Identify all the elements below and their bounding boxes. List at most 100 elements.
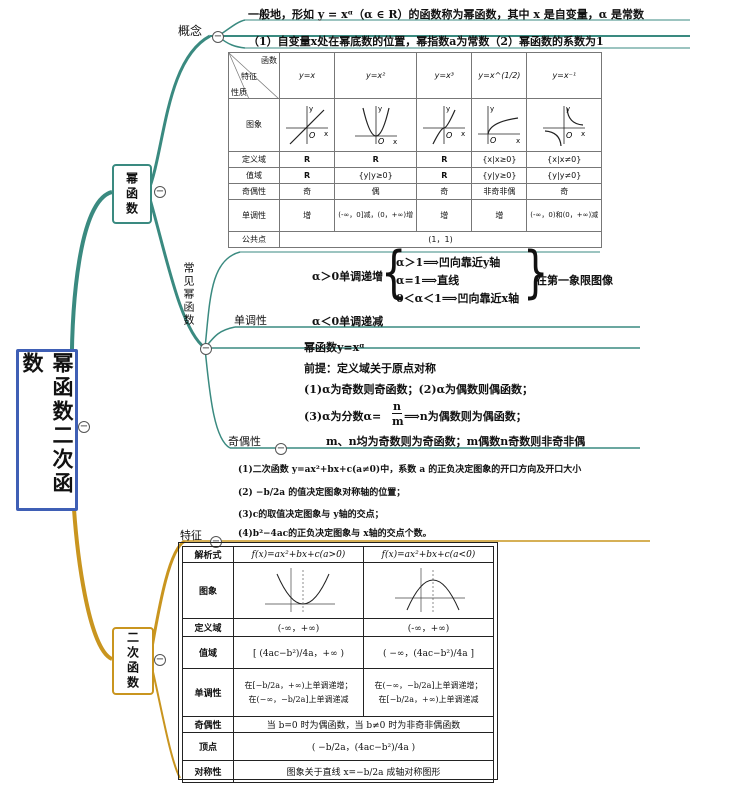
collapse-toggle-root[interactable]: −	[78, 421, 90, 433]
svg-text:O: O	[309, 131, 315, 140]
table-cell: 奇	[278, 182, 336, 200]
svg-text:x: x	[393, 138, 397, 146]
mono-text: 在(−∞，−b/2a]上单调递增；	[374, 680, 483, 690]
row-label: 单调性	[228, 198, 280, 232]
table-cell: 非奇非偶	[471, 182, 528, 200]
table-cell: {y|y≥0}	[334, 166, 418, 184]
function-header: y=x⁻¹	[526, 51, 602, 100]
table-cell: {y|y≠0}	[526, 166, 602, 184]
root-title: 幂函数二次函数	[20, 352, 75, 496]
graph-parabola-down	[394, 568, 465, 612]
feature-item: (1)二次函数 y=ax²+bx+c(a≠0)中，系数 a 的正负决定图象的开口…	[238, 465, 582, 475]
quadratic-function-label: 二次函数	[125, 631, 140, 691]
collapse-toggle-parity[interactable]: −	[275, 443, 287, 455]
svg-text:O: O	[378, 137, 384, 146]
row-label: 单调性	[182, 668, 234, 717]
table-cell: (-∞，+∞)	[363, 618, 494, 637]
function-header: y=x²	[334, 51, 418, 100]
collapse-toggle-concept[interactable]: −	[212, 31, 224, 43]
power-function-node[interactable]: 幂函数	[112, 164, 152, 224]
table-cell: 当 b=0 时为偶函数，当 b≠0 时为非奇非偶函数	[233, 716, 494, 733]
svg-text:y: y	[566, 105, 570, 113]
graph-parabola-up	[264, 568, 335, 612]
graph-cell	[363, 562, 494, 619]
graph-cell	[233, 562, 364, 619]
header-cell: 解析式	[182, 546, 234, 563]
parity-last-line: m、n均为奇数则为奇函数；m偶数n奇数则非奇非偶	[326, 435, 586, 448]
feature-item: (3)c的取值决定图象与 y轴的交点；	[238, 510, 384, 520]
corner-feature: 特征	[241, 72, 257, 81]
parity-line: 前提：定义域关于原点对称	[304, 362, 436, 375]
svg-text:x: x	[516, 137, 520, 145]
row-label: 值域	[182, 636, 234, 669]
mono-negative: α＜0单调递减	[312, 315, 384, 328]
svg-text:y: y	[490, 105, 494, 113]
parity-fraction-numerator: n	[392, 400, 402, 414]
row-label: 图象	[228, 98, 280, 152]
mono-text: 在[−b/2a，+∞)上单调递减	[378, 694, 479, 704]
row-label: 顶点	[182, 732, 234, 761]
quadratic-function-node[interactable]: 二次函数	[112, 627, 154, 695]
svg-text:x: x	[324, 130, 328, 138]
row-label: 奇偶性	[228, 182, 280, 200]
mono-text: 在(−∞，−b/2a]上单调递减	[248, 694, 349, 704]
monotonicity-label: 单调性	[234, 314, 267, 327]
table-cell: 偶	[334, 182, 418, 200]
feature-item: (2) −b/2a 的值决定图象对称轴的位置；	[238, 488, 406, 498]
function-header: y=x³	[416, 51, 473, 100]
svg-text:x: x	[581, 130, 585, 138]
header-cell: f(x)=ax²+bx+c(a<0)	[363, 546, 494, 563]
row-label: 定义域	[228, 150, 280, 168]
svg-text:O: O	[566, 131, 572, 140]
svg-text:y: y	[378, 105, 382, 113]
parity-label: 奇偶性	[228, 435, 261, 448]
row-label: 奇偶性	[182, 716, 234, 733]
svg-text:O: O	[446, 131, 452, 140]
mono-text: 在[−b/2a，+∞)上单调递增；	[244, 680, 353, 690]
table-cell: R	[278, 150, 336, 168]
mono-cell: 在(−∞，−b/2a]上单调递增； 在[−b/2a，+∞)上单调递减	[363, 668, 494, 717]
common-point-value: (1，1)	[279, 230, 602, 249]
parity-fraction-suffix: ⟹n为偶数则为偶函数；	[404, 410, 527, 423]
power-function-label: 幂函数	[124, 171, 139, 217]
table-cell: R	[416, 150, 473, 168]
first-quadrant-note: 在第一象限图像	[536, 274, 613, 287]
function-header: y=x	[278, 51, 336, 100]
corner-property: 性质	[231, 88, 247, 97]
table-cell: 增	[471, 198, 528, 232]
root-node[interactable]: 幂函数二次函数	[16, 349, 78, 511]
table-cell: 图象关于直线 x=−b/2a 成轴对称图形	[233, 760, 494, 783]
power-function-table: 函数 特征 性质 y=x y=x² y=x³ y=x^(1/2) y=x⁻¹ 图…	[228, 51, 602, 249]
table-cell: [ (4ac−b²)/4a，+∞ )	[233, 636, 364, 669]
table-cell: 增	[278, 198, 336, 232]
table-cell: (-∞，0)和(0，+∞)减	[526, 198, 602, 232]
table-cell: R	[334, 150, 418, 168]
svg-text:y: y	[309, 105, 313, 113]
parity-fraction-denominator: m	[392, 415, 404, 428]
svg-text:O: O	[490, 136, 496, 145]
left-brace: {	[381, 240, 407, 306]
mono-case: 0＜α＜1⟹凹向靠近x轴	[396, 292, 520, 305]
table-cell: {x|x≠0}	[526, 150, 602, 168]
parity-line: 幂函数y=xᵅ	[304, 341, 365, 354]
collapse-toggle-quadratic[interactable]: −	[154, 654, 166, 666]
collapse-toggle-common[interactable]: −	[200, 343, 212, 355]
concept-label: 概念	[178, 24, 203, 38]
mono-cell: 在[−b/2a，+∞)上单调递增； 在(−∞，−b/2a]上单调递减	[233, 668, 364, 717]
row-label: 对称性	[182, 760, 234, 783]
table-cell: R	[278, 166, 336, 184]
table-cell: ( −b/2a，(4ac−b²)/4a )	[233, 732, 494, 761]
table-cell: {y|y≥0}	[471, 166, 528, 184]
common-power-label: 常见幂函数	[182, 262, 195, 327]
function-header: y=x^(1/2)	[471, 51, 528, 100]
parity-fraction-prefix: (3)α为分数α=	[304, 410, 382, 423]
corner-function: 函数	[261, 56, 277, 65]
collapse-toggle-power[interactable]: −	[154, 186, 166, 198]
